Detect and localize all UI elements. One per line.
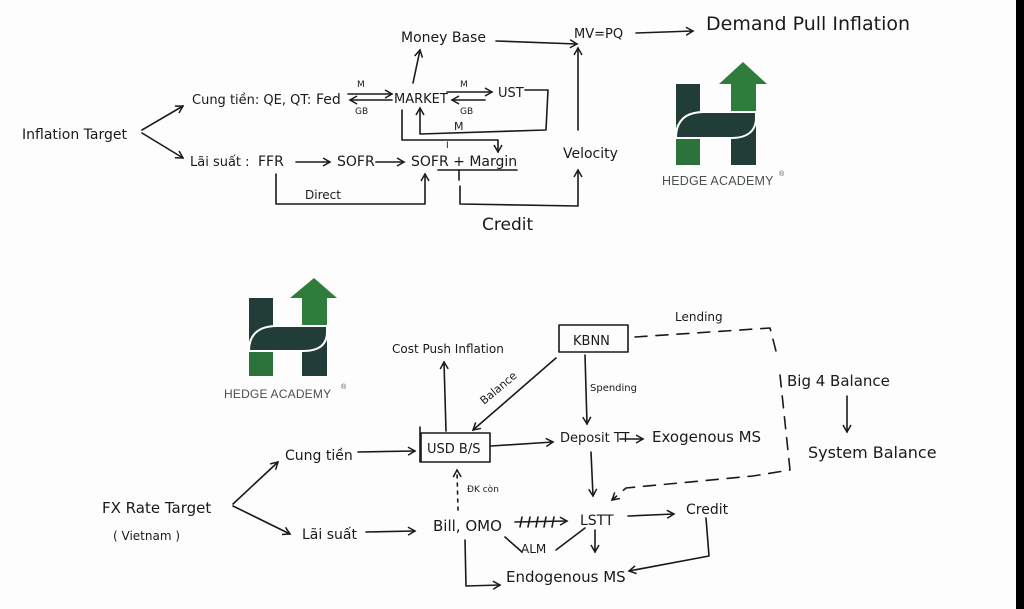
- node-mv-pq: MV=PQ: [574, 27, 623, 42]
- node-inflation-target: Inflation Target: [22, 127, 127, 143]
- arrow-ust-loop-to-market: [415, 89, 549, 135]
- node-market: MARKET: [394, 92, 448, 107]
- node-vietnam: ( Vietnam ): [113, 529, 180, 543]
- sofr-superscript: I: [446, 141, 449, 151]
- node-ffr: FFR: [258, 154, 284, 170]
- logo-text: HEDGE ACADEMY: [662, 174, 774, 188]
- node-lai-suat: Lãi suất :: [190, 155, 250, 170]
- arrow-lai-suat-to-bill-omo: [365, 526, 417, 536]
- hedge-academy-logo-top: HEDGE ACADEMY ®: [662, 62, 785, 188]
- node-fed: Fed: [316, 92, 341, 108]
- arrow-fx-to-lai-suat: [232, 505, 292, 536]
- node-system-balance: System Balance: [808, 443, 937, 462]
- hedge-academy-logo-bottom: HEDGE ACADEMY ®: [224, 278, 347, 401]
- label-spending: Spending: [590, 383, 637, 394]
- arrow-cung-tien-to-usd-bs: [357, 446, 417, 456]
- node-cung-tien-qe-qt: Cung tiền: QE, QT:: [192, 93, 311, 108]
- arrow-fx-to-cung-tien: [232, 460, 280, 505]
- arrow-ffr-direct-to-sofr-margin: [275, 172, 430, 205]
- node-endogenous-ms: Endogenous MS: [506, 568, 626, 586]
- node-lstt: LSTT: [580, 513, 614, 529]
- node-money-base: Money Base: [401, 30, 486, 46]
- arrow-usd-bs-to-deposit: [490, 437, 555, 448]
- node-bill-omo: Bill, OMO: [433, 517, 502, 535]
- logo-registered-mark: ®: [779, 170, 785, 178]
- node-cung-tien-vn: Cung tiền: [285, 447, 353, 464]
- arrow-market-to-sofr-margin: [401, 109, 503, 154]
- node-usd-bs: USD B/S: [427, 442, 480, 457]
- label-balance: Balance: [478, 369, 520, 407]
- label-lending: Lending: [675, 310, 723, 324]
- arrow-credit-to-endogenous: [627, 517, 710, 575]
- us-monetary-diagram: Inflation Target Cung tiền: QE, QT: Fed …: [22, 13, 910, 235]
- label-m-fed-market: M: [357, 80, 365, 90]
- node-demand-pull-inflation: Demand Pull Inflation: [706, 13, 910, 35]
- logo-arrow-icon: [719, 62, 767, 112]
- dashed-lending-top: [634, 327, 778, 356]
- node-fx-rate-target: FX Rate Target: [102, 499, 211, 517]
- node-lai-suat-vn: Lãi suất: [302, 527, 357, 543]
- arrow-bill-omo-to-endogenous: [464, 539, 502, 590]
- hatch-marks: [519, 516, 555, 528]
- arrow-mvpq-to-demand-pull: [635, 26, 695, 36]
- logo-crossbar: [247, 325, 328, 352]
- label-dk-con: ĐK còn: [467, 484, 499, 495]
- arrow-deposit-to-lstt: [588, 451, 598, 498]
- right-edge-border: [1016, 0, 1024, 609]
- label-direct: Direct: [305, 188, 341, 202]
- arrow-lstt-to-credit: [627, 509, 676, 519]
- arrow-root-to-interest: [141, 132, 185, 159]
- dashed-lending-to-lstt: [610, 374, 791, 501]
- node-ust: UST: [498, 86, 524, 101]
- arrow-kbnn-spending-to-deposit: [582, 354, 592, 426]
- node-velocity: Velocity: [563, 146, 618, 162]
- label-m-market-ust: M: [460, 80, 468, 90]
- arrow-usd-bs-to-cost-push: [439, 360, 449, 432]
- node-kbnn: KBNN: [573, 334, 610, 349]
- arrow-bill-omo-to-lstt: [514, 516, 569, 526]
- arrow-root-to-money-supply: [141, 105, 185, 131]
- node-cost-push-inflation: Cost Push Inflation: [392, 342, 504, 356]
- arrow-credit-to-velocity: [458, 170, 578, 207]
- node-sofr: SOFR: [337, 154, 375, 170]
- label-credit-us: Credit: [482, 215, 533, 235]
- logo-arrow-icon: [290, 278, 337, 326]
- node-credit-vn: Credit: [686, 502, 729, 518]
- node-usd-bs-box: [420, 432, 491, 463]
- label-gb-market-ust: GB: [460, 107, 473, 117]
- arrow-money-base-to-mvpq: [495, 39, 579, 49]
- logo-crossbar: [674, 111, 757, 139]
- node-exogenous-ms: Exogenous MS: [652, 428, 761, 446]
- dashed-bill-omo-to-usd-bs: [452, 468, 462, 511]
- node-alm: ALM: [521, 542, 546, 556]
- label-gb-fed-market: GB: [355, 107, 368, 117]
- node-kbnn-box: [558, 324, 629, 353]
- arrow-market-to-money-base: [412, 48, 424, 84]
- label-m-return: M: [454, 120, 464, 133]
- node-deposit-tt: Deposit TT: [560, 431, 630, 446]
- vietnam-monetary-diagram: FX Rate Target ( Vietnam ) Cung tiền USD…: [102, 310, 937, 590]
- arrow-kbnn-balance-to-usd-bs: [471, 357, 557, 431]
- logo-registered-mark: ®: [341, 383, 347, 391]
- node-big4-balance: Big 4 Balance: [787, 372, 890, 390]
- node-sofr-margin: SOFR + Margin: [411, 154, 517, 170]
- alm-connectors: [504, 527, 586, 553]
- logo-text: HEDGE ACADEMY: [224, 387, 331, 401]
